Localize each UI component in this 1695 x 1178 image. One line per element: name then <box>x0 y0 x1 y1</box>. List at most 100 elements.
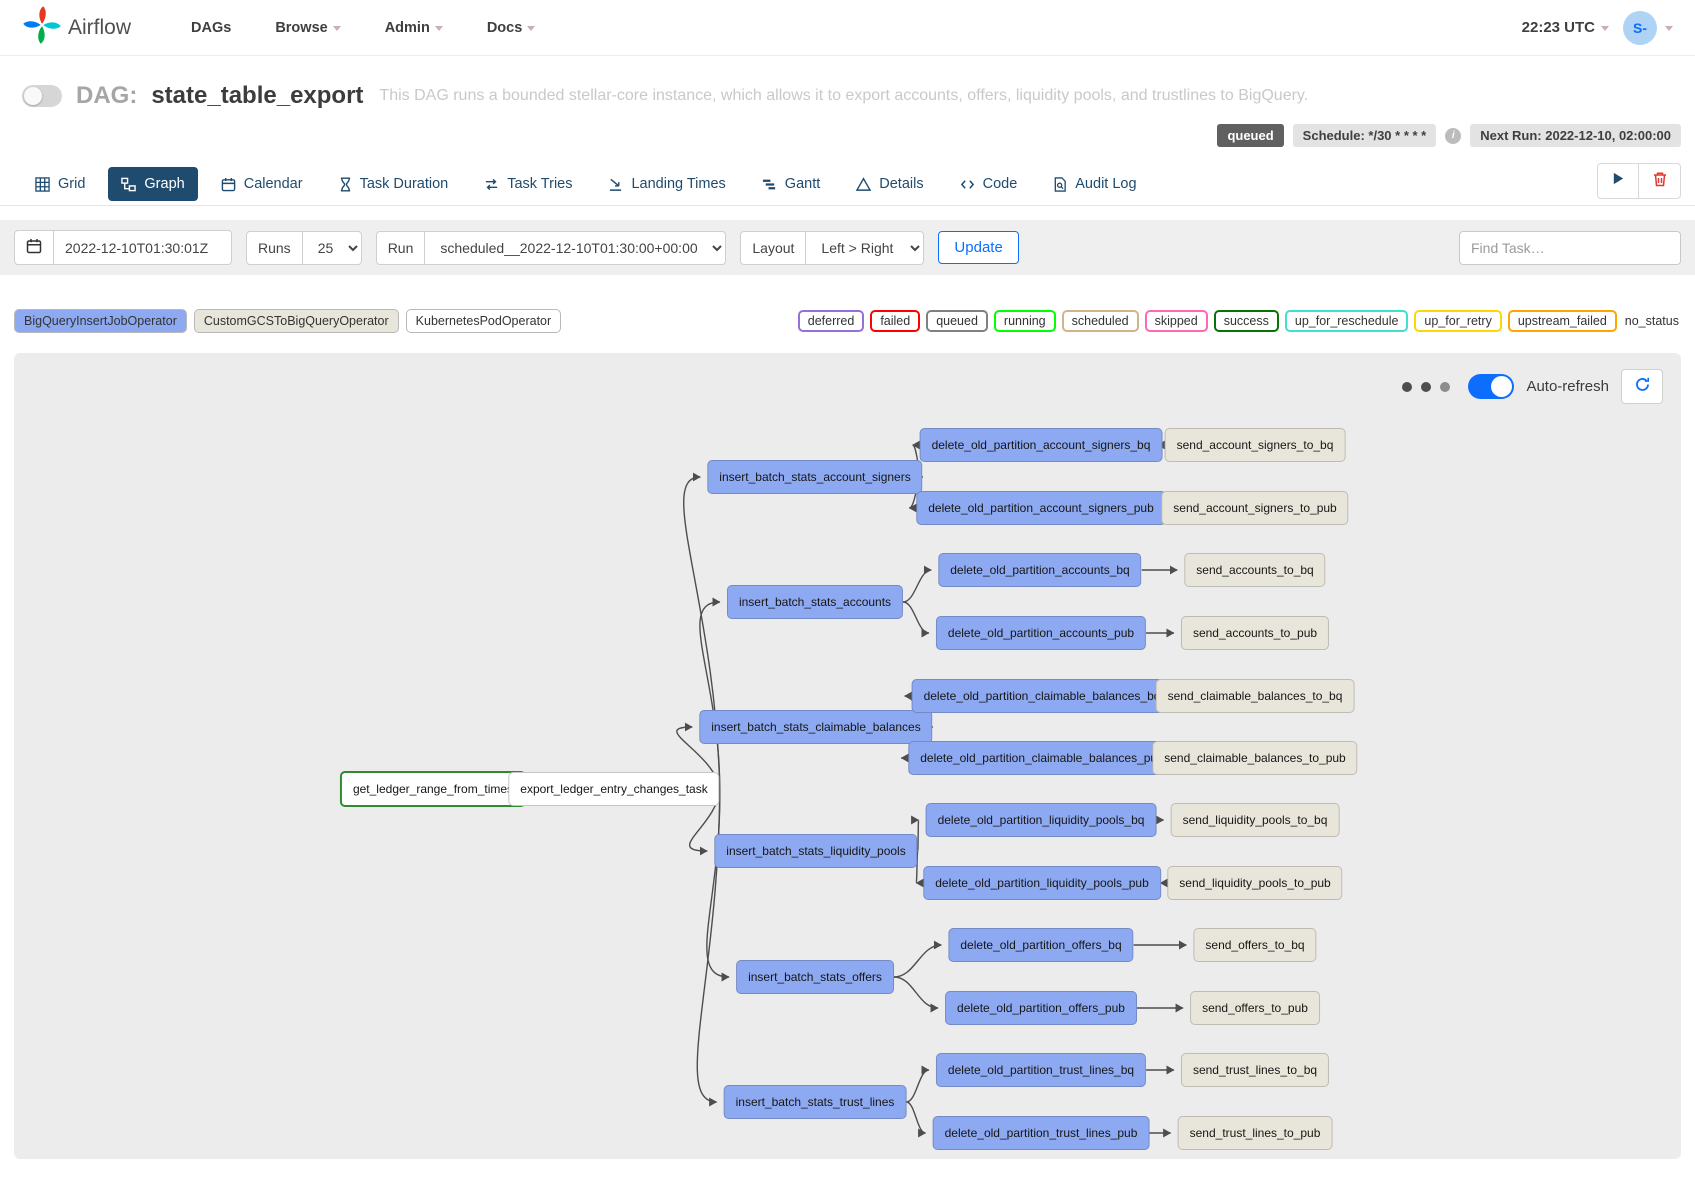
calendar-icon <box>26 238 42 257</box>
trigger-dag-button[interactable] <box>1597 163 1639 199</box>
task-node-send_account_signers_to_pub[interactable]: send_account_signers_to_pub <box>1161 491 1349 525</box>
update-button[interactable]: Update <box>938 231 1019 264</box>
task-node-delete_old_partition_accounts_pub[interactable]: delete_old_partition_accounts_pub <box>935 616 1147 650</box>
calendar-picker-button[interactable] <box>14 230 54 265</box>
task-node-send_accounts_to_pub[interactable]: send_accounts_to_pub <box>1180 616 1330 650</box>
nav-item-label: Docs <box>486 19 523 36</box>
run-select[interactable]: scheduled__2022-12-10T01:30:00+00:00 <box>425 230 727 265</box>
task-node-delete_old_partition_offers_pub[interactable]: delete_old_partition_offers_pub <box>945 991 1137 1025</box>
task-node-insert_batch_stats_account_signers[interactable]: insert_batch_stats_account_signers <box>707 460 923 494</box>
tab-label: Gantt <box>784 176 821 192</box>
delete-dag-button[interactable] <box>1639 163 1681 199</box>
task-node-insert_batch_stats_offers[interactable]: insert_batch_stats_offers <box>736 960 894 994</box>
base-date-input[interactable] <box>54 230 232 265</box>
task-node-delete_old_partition_claimable_balances_bq[interactable]: delete_old_partition_claimable_balances_… <box>911 679 1173 713</box>
tab-landing-times[interactable]: Landing Times <box>595 167 738 201</box>
avatar: S- <box>1623 10 1657 45</box>
dag-description: This DAG runs a bounded stellar-core ins… <box>379 87 1309 104</box>
gantt-bars-icon <box>762 177 777 192</box>
task-node-send_liquidity_pools_to_pub[interactable]: send_liquidity_pools_to_pub <box>1167 866 1343 900</box>
task-node-insert_batch_stats_accounts[interactable]: insert_batch_stats_accounts <box>726 585 904 619</box>
operator-legend-badge[interactable]: KubernetesPodOperator <box>405 309 562 333</box>
status-legend-badge[interactable]: running <box>993 310 1056 332</box>
task-node-send_accounts_to_bq[interactable]: send_accounts_to_bq <box>1184 553 1326 587</box>
nav-item-browse[interactable]: Browse <box>275 20 341 36</box>
task-node-delete_old_partition_claimable_balances_pub[interactable]: delete_old_partition_claimable_balances_… <box>908 741 1176 775</box>
task-node-send_liquidity_pools_to_bq[interactable]: send_liquidity_pools_to_bq <box>1170 803 1340 837</box>
tab-label: Details <box>879 176 924 192</box>
task-node-delete_old_partition_accounts_bq[interactable]: delete_old_partition_accounts_bq <box>938 553 1142 587</box>
task-node-delete_old_partition_liquidity_pools_bq[interactable]: delete_old_partition_liquidity_pools_bq <box>925 803 1157 837</box>
graph-icon <box>121 177 137 192</box>
user-menu[interactable]: S- <box>1623 10 1673 45</box>
task-node-delete_old_partition_account_signers_bq[interactable]: delete_old_partition_account_signers_bq <box>919 428 1163 462</box>
status-legend-badge[interactable]: up_for_reschedule <box>1284 310 1409 332</box>
dag-pause-toggle[interactable] <box>22 85 62 107</box>
refresh-button[interactable] <box>1621 369 1663 404</box>
task-node-send_claimable_balances_to_pub[interactable]: send_claimable_balances_to_pub <box>1152 741 1358 775</box>
tab-graph[interactable]: Graph <box>108 167 198 201</box>
task-node-export_ledger_entry_changes_task[interactable]: export_ledger_entry_changes_task <box>508 772 720 806</box>
status-legend-badge[interactable]: success <box>1213 310 1279 332</box>
dot-icon <box>1421 381 1432 392</box>
task-node-delete_old_partition_trust_lines_pub[interactable]: delete_old_partition_trust_lines_pub <box>932 1116 1150 1150</box>
info-icon[interactable]: i <box>1445 127 1462 144</box>
operator-legend-badge[interactable]: CustomGCSToBigQueryOperator <box>193 309 399 333</box>
tab-gantt[interactable]: Gantt <box>749 167 833 201</box>
nav-item-admin[interactable]: Admin <box>385 20 443 36</box>
chevron-down-icon <box>1601 26 1609 31</box>
tab-grid[interactable]: Grid <box>22 167 98 201</box>
task-node-delete_old_partition_trust_lines_bq[interactable]: delete_old_partition_trust_lines_bq <box>935 1053 1147 1087</box>
nav-item-docs[interactable]: Docs <box>486 19 536 36</box>
runs-group: Runs 25 <box>246 230 362 265</box>
tab-task-duration[interactable]: Task Duration <box>326 167 462 201</box>
task-node-send_trust_lines_to_pub[interactable]: send_trust_lines_to_pub <box>1177 1116 1333 1150</box>
auto-refresh-toggle[interactable] <box>1468 374 1515 399</box>
hourglass-icon <box>339 176 352 192</box>
status-legend-badge[interactable]: upstream_failed <box>1507 310 1617 332</box>
layout-select[interactable]: Left > Right <box>806 230 925 265</box>
nav-item-label: Admin <box>384 19 430 36</box>
task-node-send_account_signers_to_bq[interactable]: send_account_signers_to_bq <box>1164 428 1346 462</box>
tab-task-tries[interactable]: Task Tries <box>471 167 585 201</box>
task-node-send_offers_to_bq[interactable]: send_offers_to_bq <box>1193 928 1317 962</box>
task-node-send_trust_lines_to_bq[interactable]: send_trust_lines_to_bq <box>1180 1053 1330 1087</box>
runs-select[interactable]: 25 <box>302 230 362 265</box>
task-node-send_offers_to_pub[interactable]: send_offers_to_pub <box>1190 991 1320 1025</box>
status-legend-badge[interactable]: up_for_retry <box>1414 310 1502 332</box>
chevron-down-icon <box>527 26 536 31</box>
tab-calendar[interactable]: Calendar <box>208 167 316 201</box>
trash-icon <box>1652 171 1668 192</box>
task-node-insert_batch_stats_claimable_balances[interactable]: insert_batch_stats_claimable_balances <box>699 710 933 744</box>
task-node-insert_batch_stats_trust_lines[interactable]: insert_batch_stats_trust_lines <box>723 1085 907 1119</box>
nav-item-dags[interactable]: DAGs <box>191 20 231 36</box>
status-legend-badge[interactable]: no_status <box>1622 310 1681 332</box>
task-node-get_ledger_range_from_times[interactable]: get_ledger_range_from_times <box>339 771 527 807</box>
status-legend-badge[interactable]: deferred <box>797 310 865 332</box>
find-task-input[interactable] <box>1459 230 1681 265</box>
task-node-delete_old_partition_liquidity_pools_pub[interactable]: delete_old_partition_liquidity_pools_pub <box>923 866 1161 900</box>
chevron-down-icon <box>1665 26 1673 31</box>
status-legend-badge[interactable]: skipped <box>1144 310 1208 332</box>
status-legend-badge[interactable]: scheduled <box>1061 310 1139 332</box>
tab-code[interactable]: Code <box>947 167 1031 201</box>
tab-details[interactable]: Details <box>843 167 936 201</box>
chevron-down-icon <box>332 26 341 31</box>
graph-controls: Auto-refresh <box>1402 369 1663 404</box>
status-legend-badge[interactable]: failed <box>870 310 921 332</box>
status-legend-badge[interactable]: queued <box>926 310 988 332</box>
operator-legend-badge[interactable]: BigQueryInsertJobOperator <box>14 309 187 333</box>
task-node-send_claimable_balances_to_bq[interactable]: send_claimable_balances_to_bq <box>1155 679 1355 713</box>
task-node-delete_old_partition_account_signers_pub[interactable]: delete_old_partition_account_signers_pub <box>916 491 1166 525</box>
nav-items: DAGs Browse Admin Docs <box>191 19 536 36</box>
refresh-icon <box>1634 376 1651 398</box>
task-node-delete_old_partition_offers_bq[interactable]: delete_old_partition_offers_bq <box>948 928 1134 962</box>
tab-audit-log[interactable]: Audit Log <box>1040 167 1149 201</box>
task-node-insert_batch_stats_liquidity_pools[interactable]: insert_batch_stats_liquidity_pools <box>714 834 918 868</box>
airflow-brand[interactable]: Airflow <box>22 5 131 50</box>
dag-graph-canvas: Auto-refresh get_ledger_range_from_times… <box>14 353 1681 1159</box>
clock-dropdown[interactable]: 22:23 UTC <box>1522 19 1609 36</box>
